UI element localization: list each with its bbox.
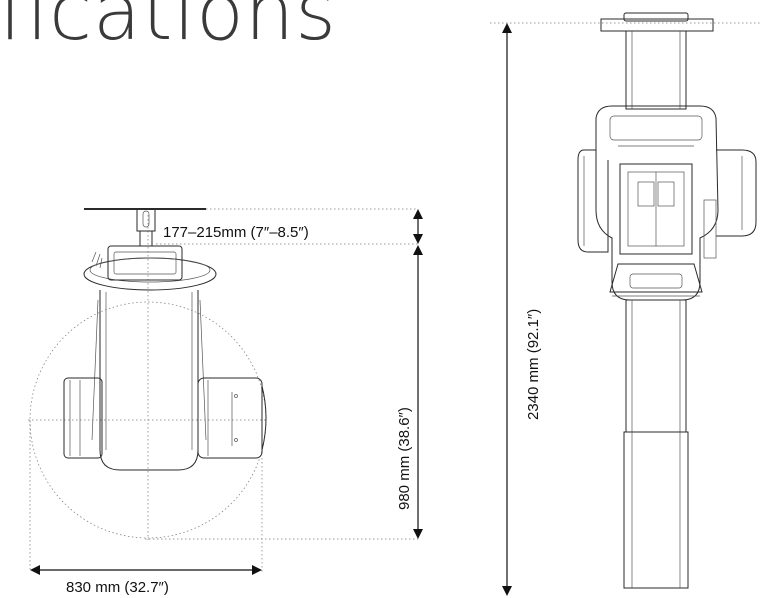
dimension-depth: 980 mm (38.6″): [396, 245, 423, 539]
page-heading: fications: [0, 0, 337, 58]
dimension-shaft-travel: 177–215mm (7″–8.5″): [163, 209, 423, 244]
height-label: 2340 mm (92.1″): [525, 309, 542, 420]
shaft-travel-label: 177–215mm (7″–8.5″): [163, 224, 309, 241]
dimension-width: 830 mm (32.7″): [30, 565, 262, 596]
front-view-device: [490, 12, 760, 589]
dimension-height: 2340 mm (92.1″): [502, 23, 542, 596]
top-view-device: [28, 208, 418, 572]
width-label: 830 mm (32.7″): [66, 579, 169, 596]
depth-label: 980 mm (38.6″): [396, 407, 413, 510]
